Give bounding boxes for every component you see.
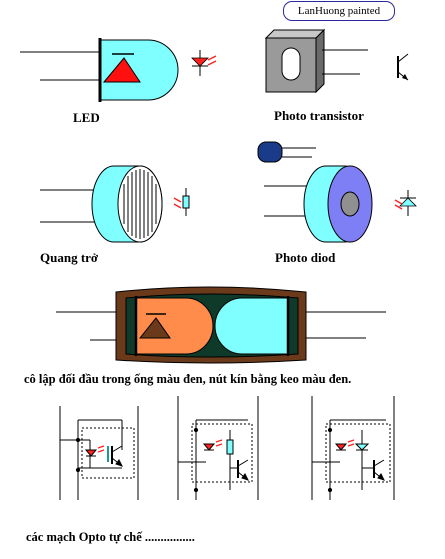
credit-badge: LanHuong painted [283, 1, 395, 21]
opto-circuit-1 [59, 406, 139, 500]
led-label: LED [73, 110, 100, 125]
optocoupler-tube [56, 286, 386, 364]
tube-photodiode [214, 297, 289, 355]
photo-diode-label: Photo diod [275, 250, 336, 265]
photoresistor-label: Quang trở [40, 250, 99, 265]
phototransistor-symbol [397, 53, 409, 81]
photoresistor-drawing [40, 165, 163, 243]
phototransistor-window [281, 47, 301, 81]
tube-led [135, 297, 214, 355]
mini-led [257, 141, 283, 163]
photo-transistor-label: Photo transistor [274, 108, 364, 123]
opto-circuit-2 [177, 396, 259, 500]
opto-circuit-3 [311, 396, 395, 500]
caption-main: cô lập đối đầu trong ống màu đen, nút kí… [24, 372, 352, 386]
photodiode-symbol [394, 190, 417, 216]
led-drawing [20, 38, 179, 102]
caption-circuits: các mạch Opto tự chế ................ [26, 530, 195, 544]
phototransistor-drawing [264, 28, 368, 94]
photoresistor-symbol [173, 188, 190, 216]
photodiode-drawing [257, 141, 373, 243]
led-lens [99, 39, 179, 101]
led-symbol [191, 50, 217, 76]
led-die-triangle [102, 57, 141, 83]
